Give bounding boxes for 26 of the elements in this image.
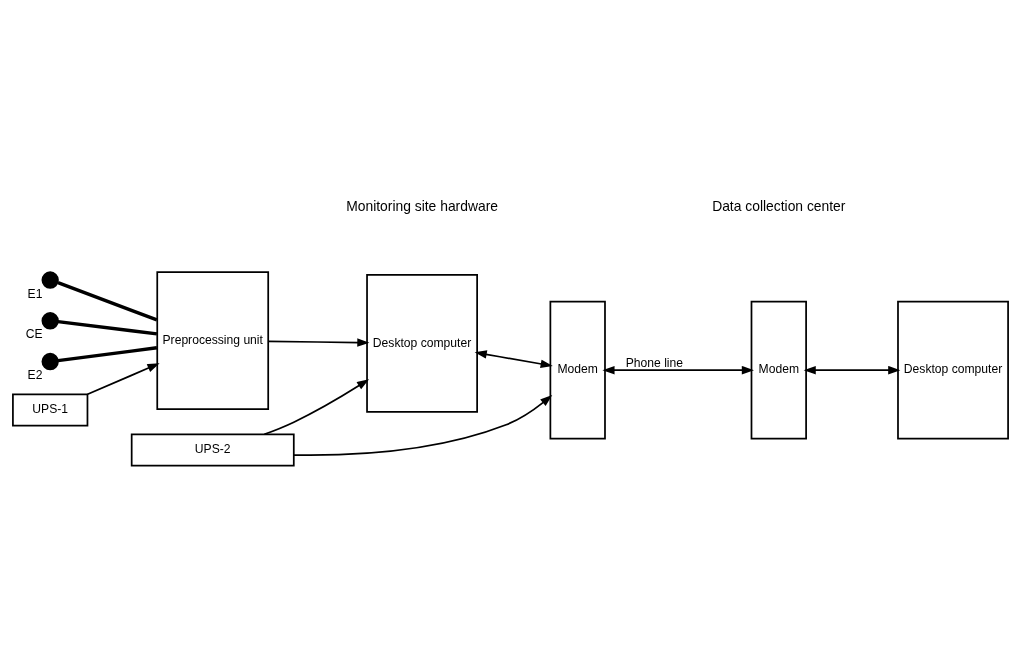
connector (57, 280, 158, 322)
node-label: E2 (27, 367, 43, 382)
arrow (267, 337, 370, 347)
node-box: Desktop computer (897, 300, 1009, 440)
node-label: CE (25, 326, 43, 341)
arrow (293, 394, 553, 456)
arrow (803, 365, 901, 374)
label: Monitoring site hardware (346, 197, 498, 214)
node-label: E1 (27, 286, 43, 301)
node-box: UPS-1 (12, 393, 89, 427)
node-box: Desktop computer (366, 273, 478, 413)
edge-label: Phone line (625, 355, 684, 370)
node-box: UPS-2 (130, 432, 295, 466)
node-circle (41, 352, 59, 370)
label: Data collection center (712, 197, 846, 214)
arrow (86, 362, 160, 395)
arrow (474, 349, 553, 368)
arrow (602, 365, 754, 374)
connector (57, 319, 158, 336)
node-box: Preprocessing unit (156, 270, 270, 410)
node-circle (41, 311, 59, 329)
connector (57, 345, 158, 362)
arrow (263, 378, 370, 435)
node-box: Modem (549, 300, 606, 440)
node-box: Modem (750, 300, 807, 440)
node-circle (41, 270, 59, 289)
